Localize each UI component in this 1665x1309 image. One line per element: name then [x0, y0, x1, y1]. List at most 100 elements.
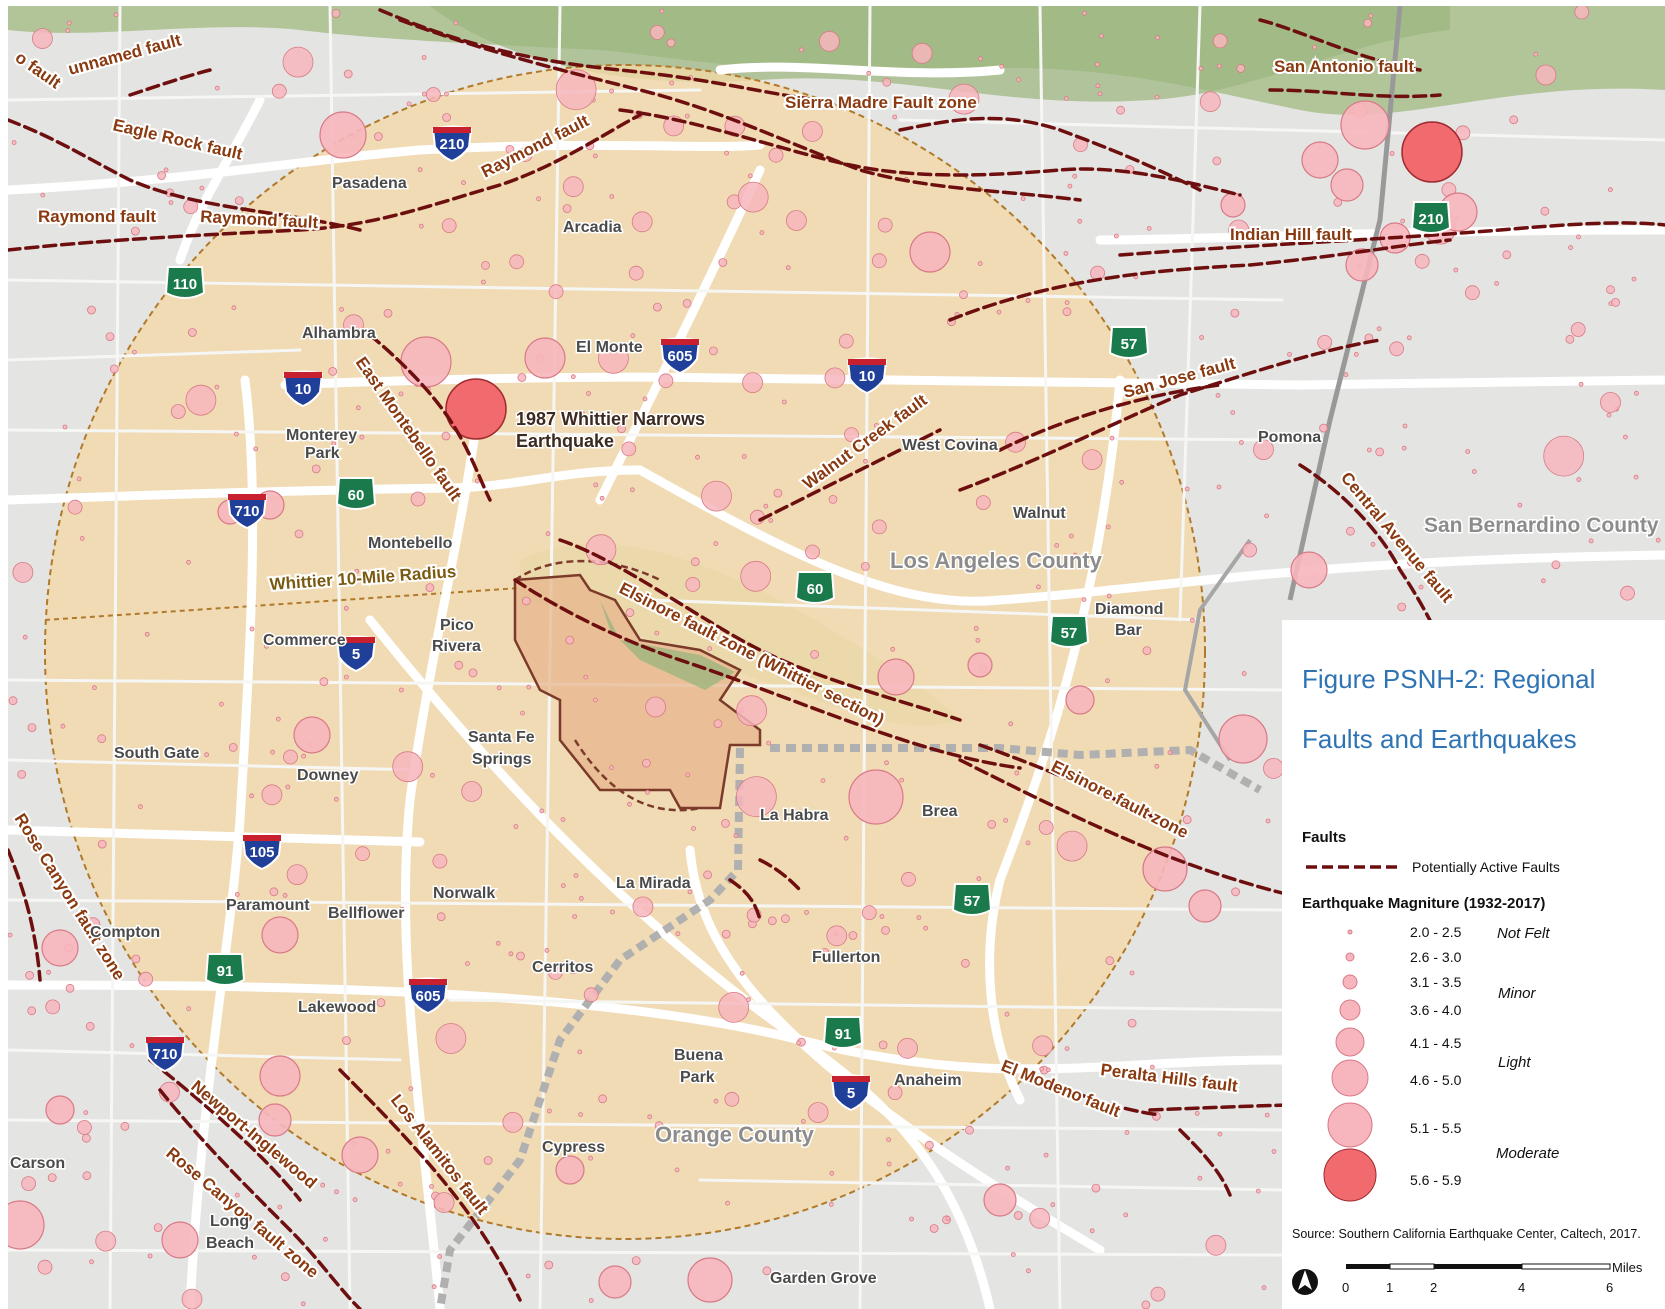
city-label: Walnut — [1013, 505, 1066, 522]
earthquake-marker — [129, 1043, 135, 1049]
interstate-shield-710: 710 — [226, 492, 268, 530]
earthquake-marker-large — [598, 1265, 632, 1299]
earthquake-marker — [804, 910, 809, 915]
earthquake-marker — [1032, 1035, 1053, 1057]
earthquake-marker — [509, 254, 525, 270]
highway-shield-number: 91 — [217, 963, 234, 980]
earthquake-marker-large — [1301, 141, 1339, 179]
earthquake-marker — [1105, 524, 1111, 530]
earthquake-marker — [1105, 956, 1115, 966]
earthquake-marker — [22, 634, 28, 640]
earthquake-marker — [1239, 440, 1244, 445]
earthquake-marker — [311, 464, 321, 474]
earthquake-marker — [1517, 502, 1523, 508]
earthquake-marker — [1205, 1234, 1227, 1256]
earthquake-marker — [682, 298, 692, 308]
highway-shield-number: 210 — [439, 136, 464, 153]
earthquake-marker — [1264, 513, 1269, 519]
earthquake-marker-large — [967, 652, 993, 678]
fault-line — [148, 1058, 302, 1202]
earthquake-marker — [628, 265, 644, 281]
earthquake-marker — [1353, 351, 1359, 357]
earthquake-marker — [204, 752, 210, 758]
legend-magnitude-range: 4.6 - 5.0 — [1410, 1072, 1462, 1088]
earthquake-marker — [721, 819, 730, 828]
earthquake-marker — [1346, 526, 1355, 536]
fault-line — [978, 743, 1182, 832]
highway-shield-number: 710 — [234, 503, 259, 520]
earthquake-marker — [1063, 250, 1069, 256]
earthquake-marker — [1236, 64, 1246, 73]
earthquake-marker — [795, 96, 801, 102]
earthquake-marker — [399, 906, 405, 912]
city-label: Norwalk — [433, 885, 495, 902]
earthquake-marker — [1054, 543, 1060, 548]
earthquake-marker — [687, 889, 693, 895]
earthquake-marker — [131, 954, 141, 964]
earthquake-marker — [331, 441, 337, 447]
earthquake-marker — [1127, 1018, 1137, 1028]
whittier-narrows-epicenter — [445, 378, 507, 440]
earthquake-marker — [1623, 434, 1628, 440]
earthquake-marker — [785, 265, 791, 271]
earthquake-marker — [1264, 1112, 1270, 1118]
earthquake-marker — [333, 796, 339, 802]
earthquake-marker — [886, 1137, 891, 1142]
earthquake-marker-large — [1340, 100, 1390, 150]
earthquake-marker — [630, 487, 635, 493]
earthquake-marker — [925, 1140, 934, 1150]
earthquake-marker — [1198, 66, 1204, 71]
earthquake-marker — [560, 883, 566, 888]
highway-shield-number: 605 — [667, 348, 692, 365]
earthquake-marker — [1608, 187, 1613, 193]
earthquake-marker — [1013, 1211, 1023, 1220]
legend-magnitude-list: 2.0 - 2.5 2.6 - 3.0 3.1 - 3.5 3.6 - 4.0 … — [1323, 924, 1462, 1202]
interstate-shield-10: 10 — [282, 370, 324, 408]
earthquake-marker — [1535, 64, 1557, 86]
earthquake-marker — [996, 309, 1002, 315]
earthquake-marker — [649, 25, 665, 40]
city-label: Monterey — [286, 427, 357, 444]
interstate-shield-105: 105 — [241, 833, 283, 871]
earthquake-marker — [807, 1102, 829, 1123]
earthquake-marker — [1578, 381, 1584, 387]
earthquake-marker — [737, 181, 769, 213]
earthquake-marker — [275, 716, 281, 722]
earthquake-marker — [1375, 447, 1385, 457]
earthquake-marker-moderate — [1401, 121, 1463, 183]
earthquake-marker — [923, 925, 928, 931]
earthquake-marker — [25, 971, 35, 980]
earthquake-marker — [1217, 1131, 1223, 1137]
earthquake-marker — [871, 253, 887, 269]
earthquake-marker — [878, 1040, 888, 1050]
earthquake-marker — [781, 399, 787, 405]
earthquake-marker — [12, 562, 34, 583]
earthquake-marker — [733, 833, 739, 839]
earthquake-marker — [909, 1216, 914, 1222]
interstate-shield-5: 5 — [335, 635, 377, 673]
earthquake-marker — [828, 494, 838, 504]
earthquake-marker — [718, 992, 750, 1023]
earthquake-marker — [848, 931, 858, 940]
earthquake-marker — [1063, 96, 1069, 101]
earthquake-marker — [658, 373, 674, 389]
earthquake-marker — [483, 1156, 493, 1165]
earthquake-marker — [1123, 1212, 1129, 1218]
earthquake-marker — [92, 685, 97, 691]
earthquake-marker — [418, 223, 424, 229]
earthquake-marker — [373, 132, 383, 141]
earthquake-marker — [199, 185, 205, 191]
earthquake-marker — [1077, 218, 1083, 224]
earthquake-marker-large — [8, 1200, 45, 1250]
earthquake-marker — [1039, 1066, 1045, 1072]
earthquake-marker-large — [687, 1257, 733, 1303]
fault-label: Raymond fault — [38, 207, 156, 226]
city-label: Fullerton — [812, 949, 880, 966]
earthquake-marker — [520, 710, 525, 716]
earthquake-marker — [863, 458, 868, 464]
earthquake-marker — [1026, 1268, 1031, 1274]
earthquake-marker — [826, 925, 848, 947]
scale-unit: Miles — [1612, 1260, 1643, 1275]
earthquake-marker — [977, 261, 983, 266]
earthquake-marker — [1465, 449, 1471, 454]
